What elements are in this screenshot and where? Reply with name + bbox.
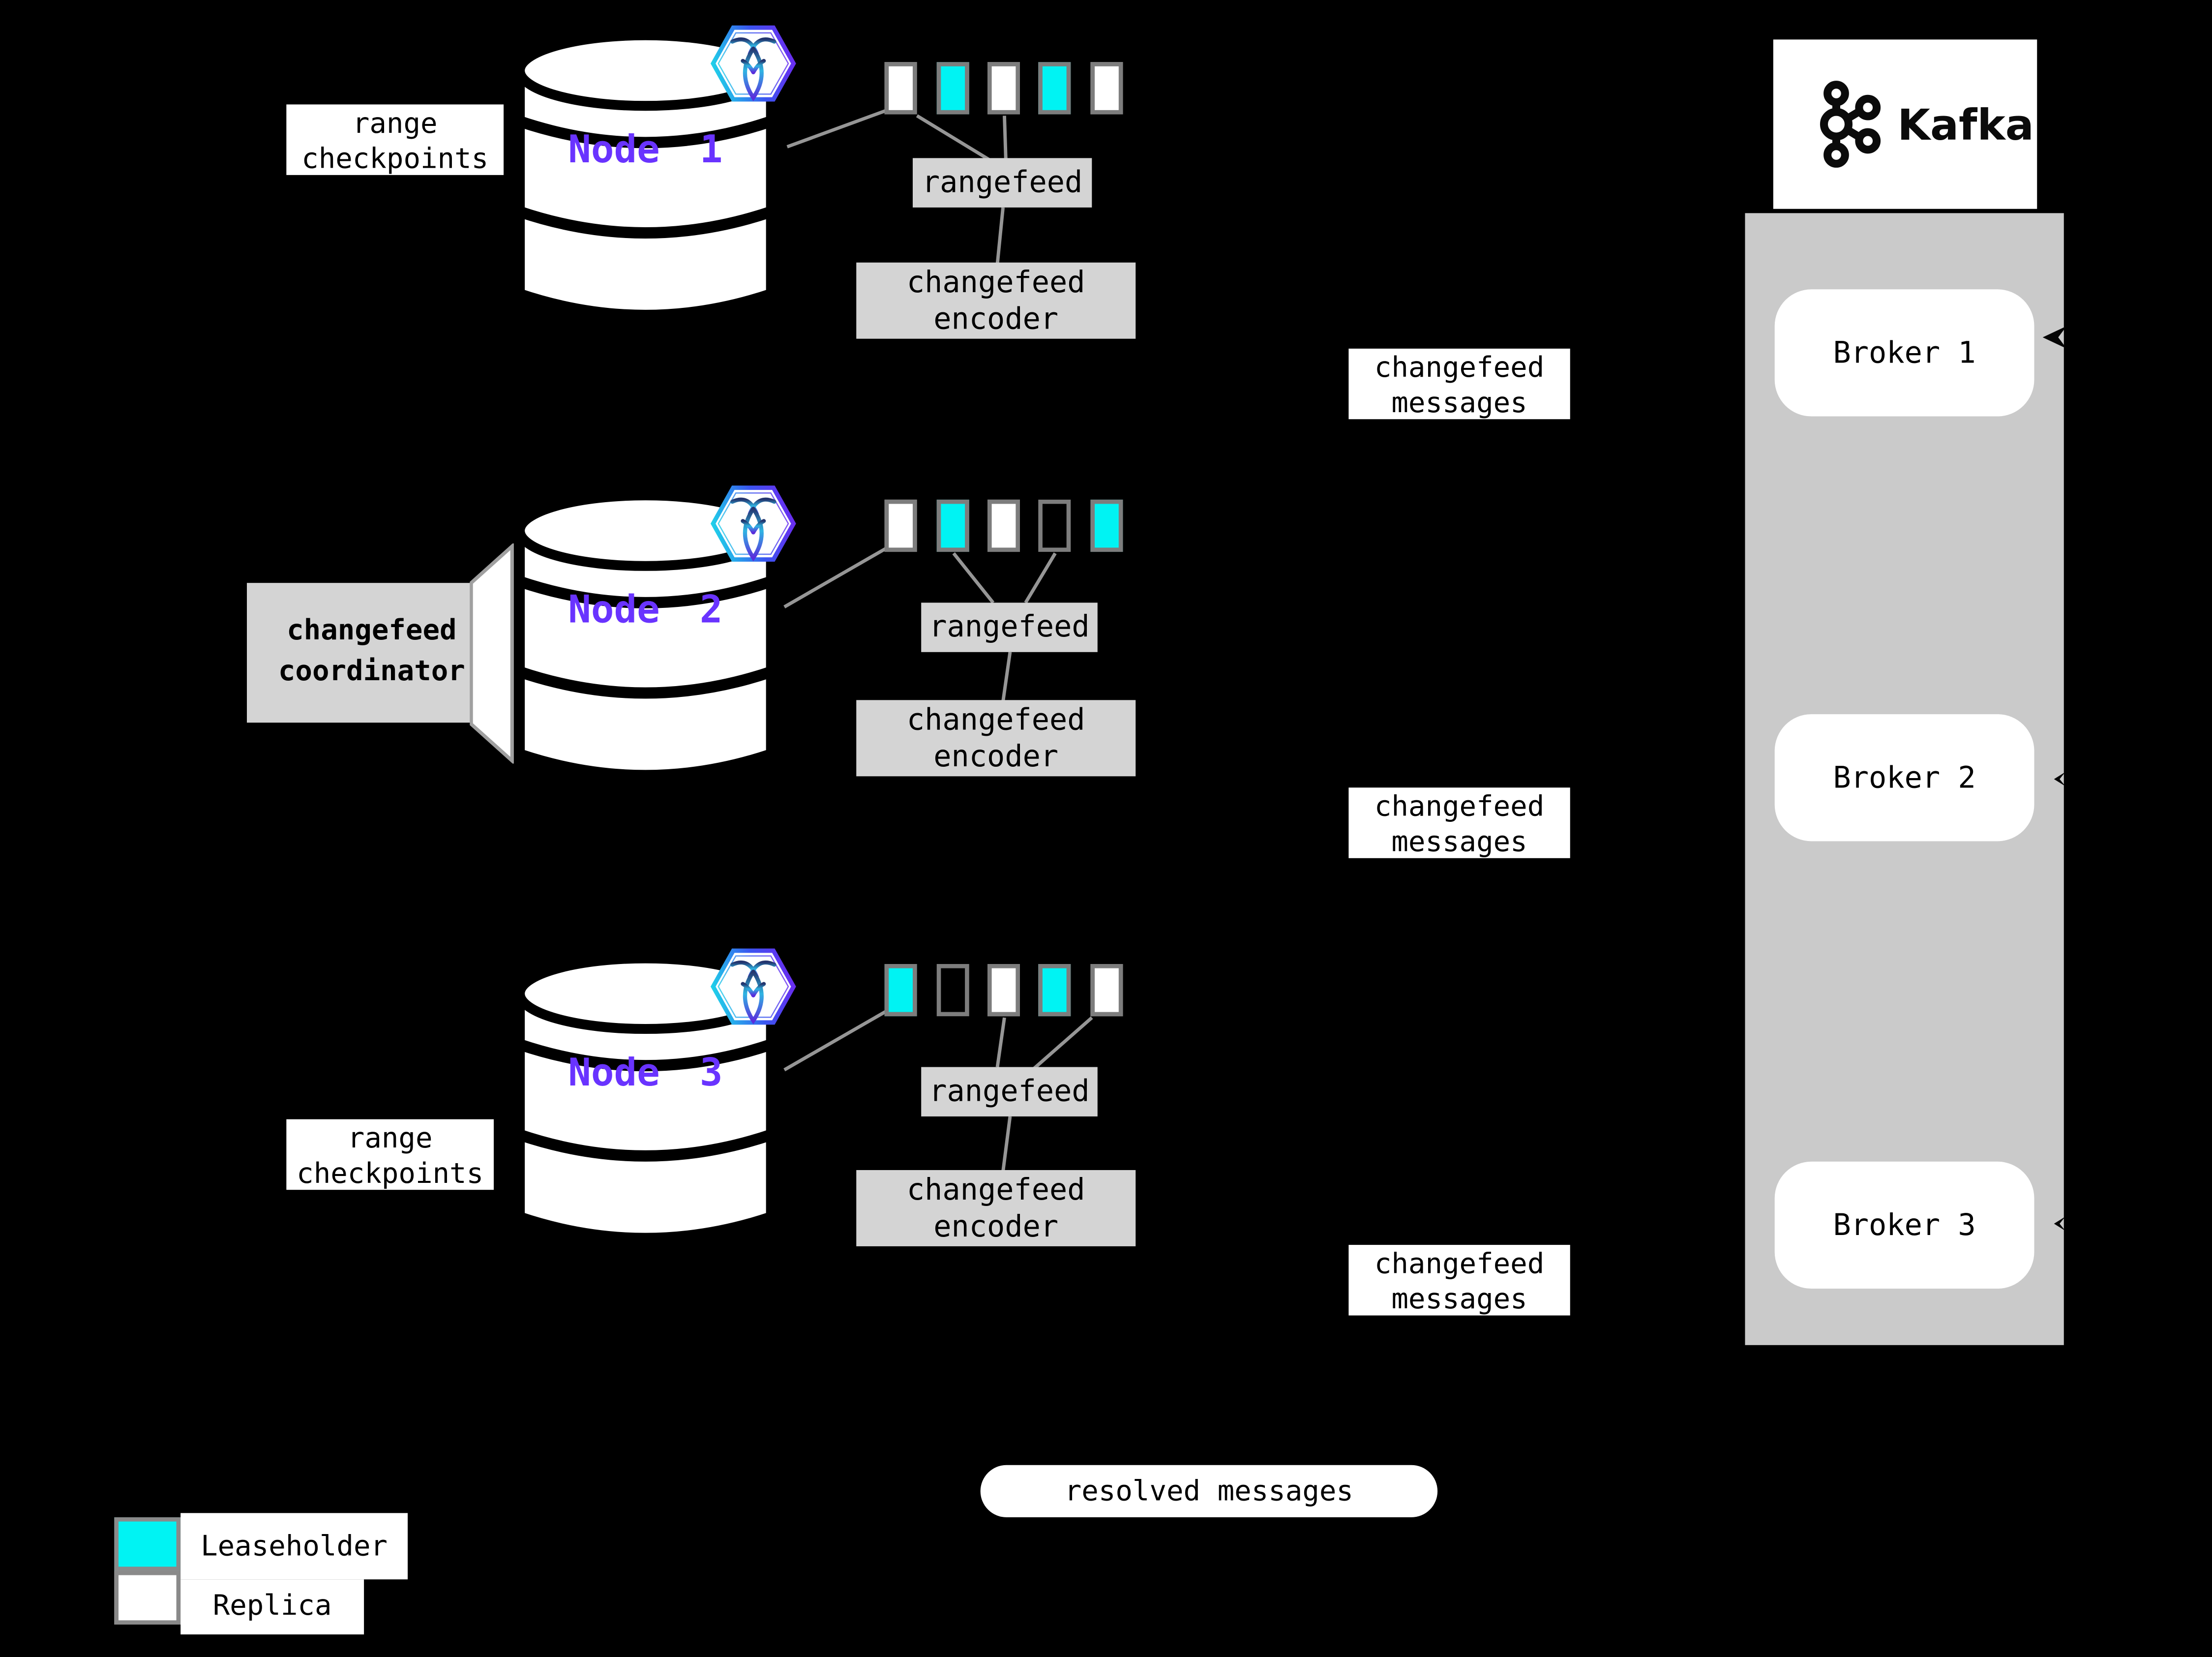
node3-database-cylinder-icon — [515, 954, 776, 1243]
changefeed-messages-label-2: changefeed messages — [1348, 787, 1570, 858]
node1-database-cylinder-icon — [515, 31, 776, 320]
range-box — [987, 499, 1020, 552]
range-box — [936, 964, 969, 1017]
broker-2-box: Broker 2 — [1774, 714, 2034, 842]
arrowhead-icon — [2054, 1216, 2065, 1231]
legend-leaseholder-swatch — [114, 1517, 181, 1571]
broker-1-box: Broker 1 — [1774, 289, 2034, 417]
range-box — [936, 62, 969, 115]
cockroachdb-hexagon-icon — [710, 948, 796, 1025]
node1-label: Node 1 — [568, 128, 723, 173]
legend-replica-swatch — [114, 1570, 181, 1625]
range-box — [1038, 964, 1071, 1017]
changefeed-messages-label-3: changefeed messages — [1348, 1245, 1570, 1316]
range-checkpoints-label-node1: range checkpoints — [286, 104, 504, 175]
range-box — [987, 62, 1020, 115]
range-box — [1090, 499, 1123, 552]
broker-3-box: Broker 3 — [1774, 1161, 2034, 1289]
rangefeed-box-node1: rangefeed — [912, 158, 1092, 208]
legend-replica-label: Replica — [180, 1579, 364, 1635]
rangefeed-box-node2: rangefeed — [921, 603, 1098, 652]
node2-database-cylinder-icon — [515, 491, 776, 780]
changefeed-coordinator-box: changefeed coordinator — [247, 583, 497, 723]
kafka-broker-panel: Broker 1 Broker 2 Broker 3 — [1745, 213, 2064, 1345]
node2-label: Node 2 — [568, 588, 723, 633]
arrowhead-icon — [2054, 772, 2065, 786]
range-box — [884, 62, 917, 115]
kafka-logo-icon — [1820, 81, 1881, 168]
range-box — [1090, 62, 1123, 115]
arrowhead-icon — [2042, 326, 2067, 349]
range-box — [936, 499, 969, 552]
range-box — [987, 964, 1020, 1017]
kafka-wordmark: Kafka — [1897, 101, 2034, 151]
resolved-messages-pill: resolved messages — [980, 1465, 1438, 1517]
cockroachdb-hexagon-icon — [710, 25, 796, 102]
legend-leaseholder-label: Leaseholder — [180, 1513, 408, 1580]
changefeed-encoder-box-node3: changefeed encoder — [856, 1170, 1136, 1246]
range-box — [884, 964, 917, 1017]
range-box — [1038, 62, 1071, 115]
changefeed-encoder-box-node1: changefeed encoder — [856, 262, 1136, 339]
node3-label: Node 3 — [568, 1051, 723, 1095]
rangefeed-box-node3: rangefeed — [921, 1067, 1098, 1116]
range-checkpoints-label-node3: range checkpoints — [286, 1119, 494, 1190]
changefeed-messages-label-1: changefeed messages — [1348, 348, 1570, 420]
kafka-logo-card: Kafka — [1773, 39, 2037, 209]
changefeed-encoder-box-node2: changefeed encoder — [856, 700, 1136, 777]
range-box — [884, 499, 917, 552]
coordinator-flag-shape — [470, 543, 514, 764]
range-box — [1090, 964, 1123, 1017]
range-box — [1038, 499, 1071, 552]
cockroachdb-hexagon-icon — [710, 485, 796, 562]
